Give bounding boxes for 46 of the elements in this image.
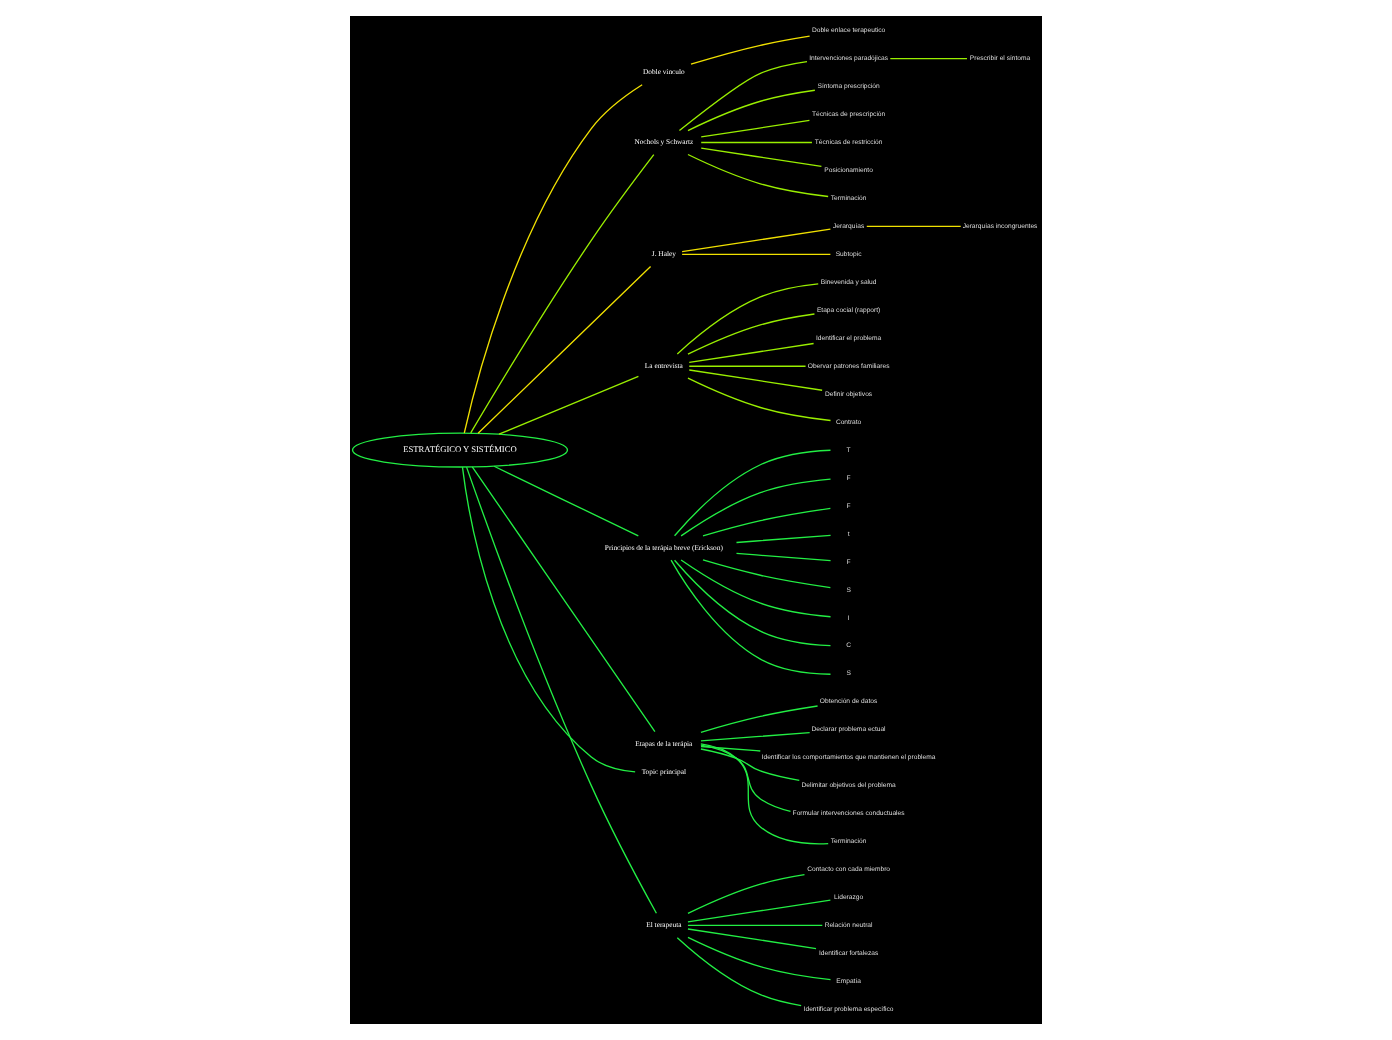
connector <box>700 705 819 733</box>
connector <box>676 283 819 355</box>
connector <box>681 253 832 256</box>
connector <box>700 748 800 781</box>
connector <box>676 937 802 1007</box>
connector <box>866 225 962 228</box>
connector <box>687 89 816 132</box>
connector <box>687 153 829 198</box>
connector <box>700 141 813 144</box>
connector <box>687 936 832 981</box>
connector <box>702 559 832 589</box>
connector <box>687 924 823 927</box>
connector <box>700 731 811 742</box>
connector <box>700 147 823 168</box>
connector <box>687 899 832 923</box>
connector <box>463 84 643 434</box>
connector <box>687 313 816 355</box>
connector <box>470 154 655 434</box>
connector <box>700 745 761 752</box>
connector <box>681 228 832 253</box>
connector <box>700 744 792 812</box>
connector <box>688 365 807 367</box>
connector <box>700 743 829 845</box>
connector <box>477 265 652 434</box>
connector <box>678 60 808 132</box>
connector <box>889 57 968 60</box>
connector <box>687 874 806 915</box>
connector <box>735 552 832 562</box>
connector <box>688 369 823 391</box>
connector <box>680 478 832 537</box>
connector <box>680 559 832 618</box>
connector <box>670 559 832 675</box>
connector <box>673 449 832 537</box>
connector <box>735 534 832 544</box>
connector <box>461 466 636 773</box>
connector <box>687 377 832 422</box>
connector <box>690 35 811 65</box>
connector <box>673 559 832 647</box>
connector <box>687 928 817 950</box>
connector <box>700 119 811 138</box>
connector <box>471 466 656 733</box>
connector <box>498 375 640 435</box>
connector <box>688 342 815 364</box>
connector <box>465 466 658 914</box>
connector <box>702 507 832 537</box>
connector <box>493 465 639 537</box>
